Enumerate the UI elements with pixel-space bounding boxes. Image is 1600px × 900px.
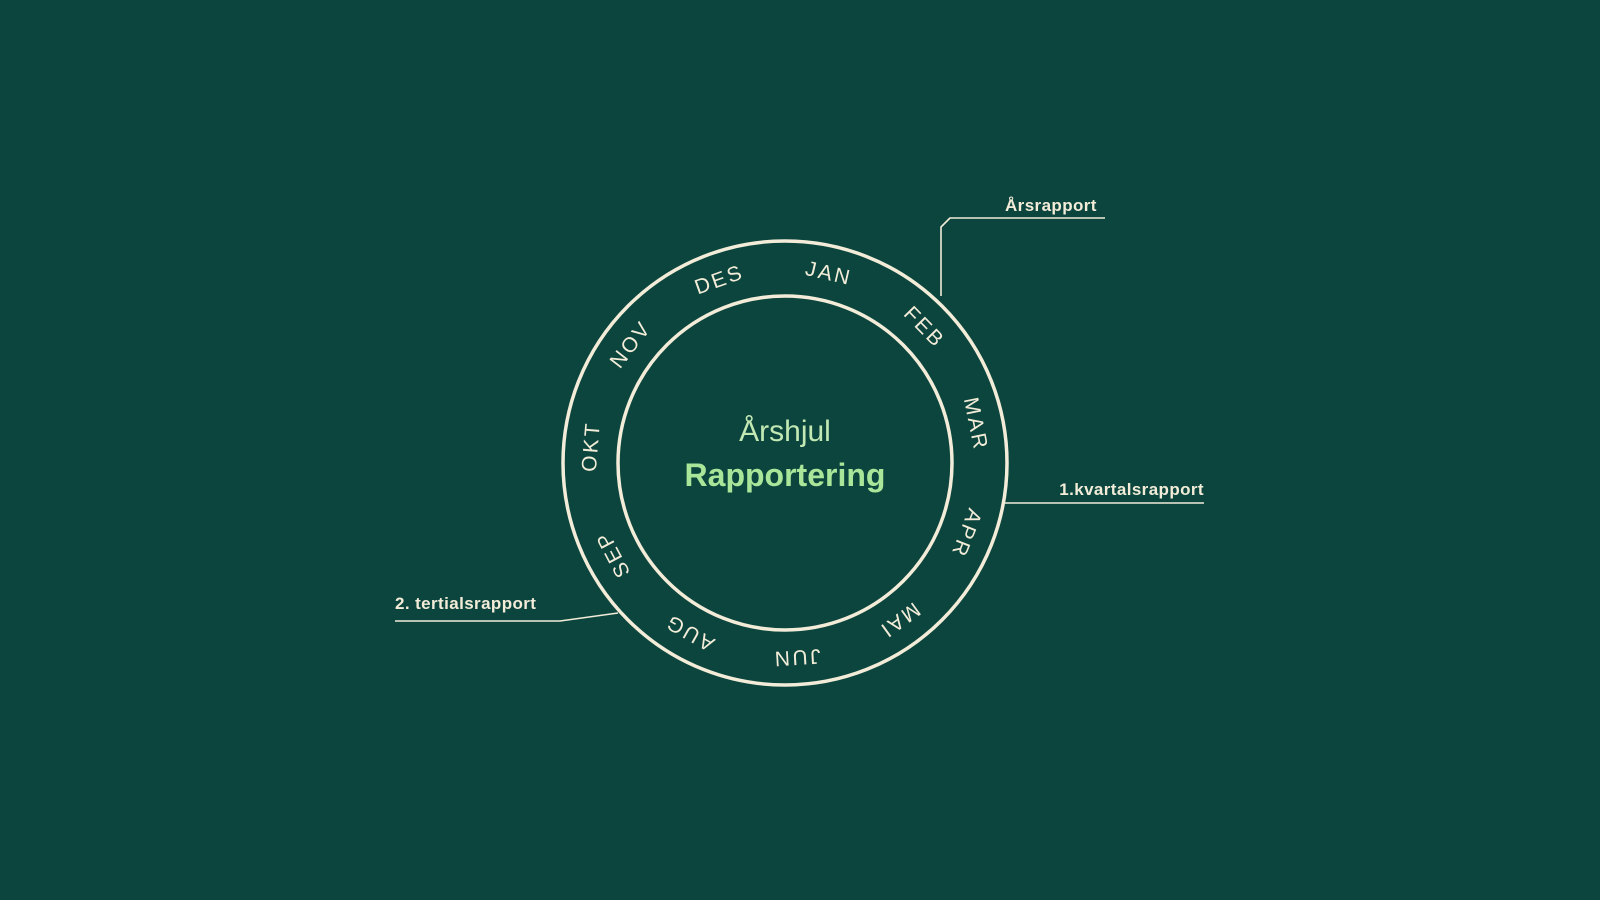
- month-label-mai: MAI: [875, 598, 925, 643]
- annotation-label: 1.kvartalsrapport: [1059, 480, 1204, 499]
- month-label-mar: MAR: [959, 395, 992, 453]
- wheel-subtitle: Rapportering: [685, 457, 886, 493]
- month-label-des: DES: [692, 261, 747, 300]
- inner-ring-circle: [616, 294, 954, 632]
- annotation-connector-line: [395, 612, 619, 622]
- annotation-connector-line: [940, 217, 1105, 296]
- annotation-arsrapport: Årsrapport: [940, 196, 1105, 296]
- annotation-label: 2. tertialsrapport: [395, 594, 536, 613]
- month-label-jun: JUN: [772, 644, 822, 670]
- month-label-apr: APR: [946, 505, 986, 561]
- month-label-aug: AUG: [661, 609, 718, 655]
- month-label-okt: OKT: [578, 420, 605, 472]
- month-label-jan: JAN: [803, 257, 854, 290]
- month-label-feb: FEB: [899, 302, 949, 353]
- month-label-sep: SEP: [592, 527, 636, 582]
- annotation-kvartalsrapport: 1.kvartalsrapport: [1005, 480, 1204, 504]
- outer-ring-circle: [561, 239, 1009, 687]
- annotation-label: Årsrapport: [1005, 196, 1097, 215]
- wheel-title: Årshjul: [739, 415, 831, 448]
- annotation-tertialsrapport: 2. tertialsrapport: [395, 594, 619, 622]
